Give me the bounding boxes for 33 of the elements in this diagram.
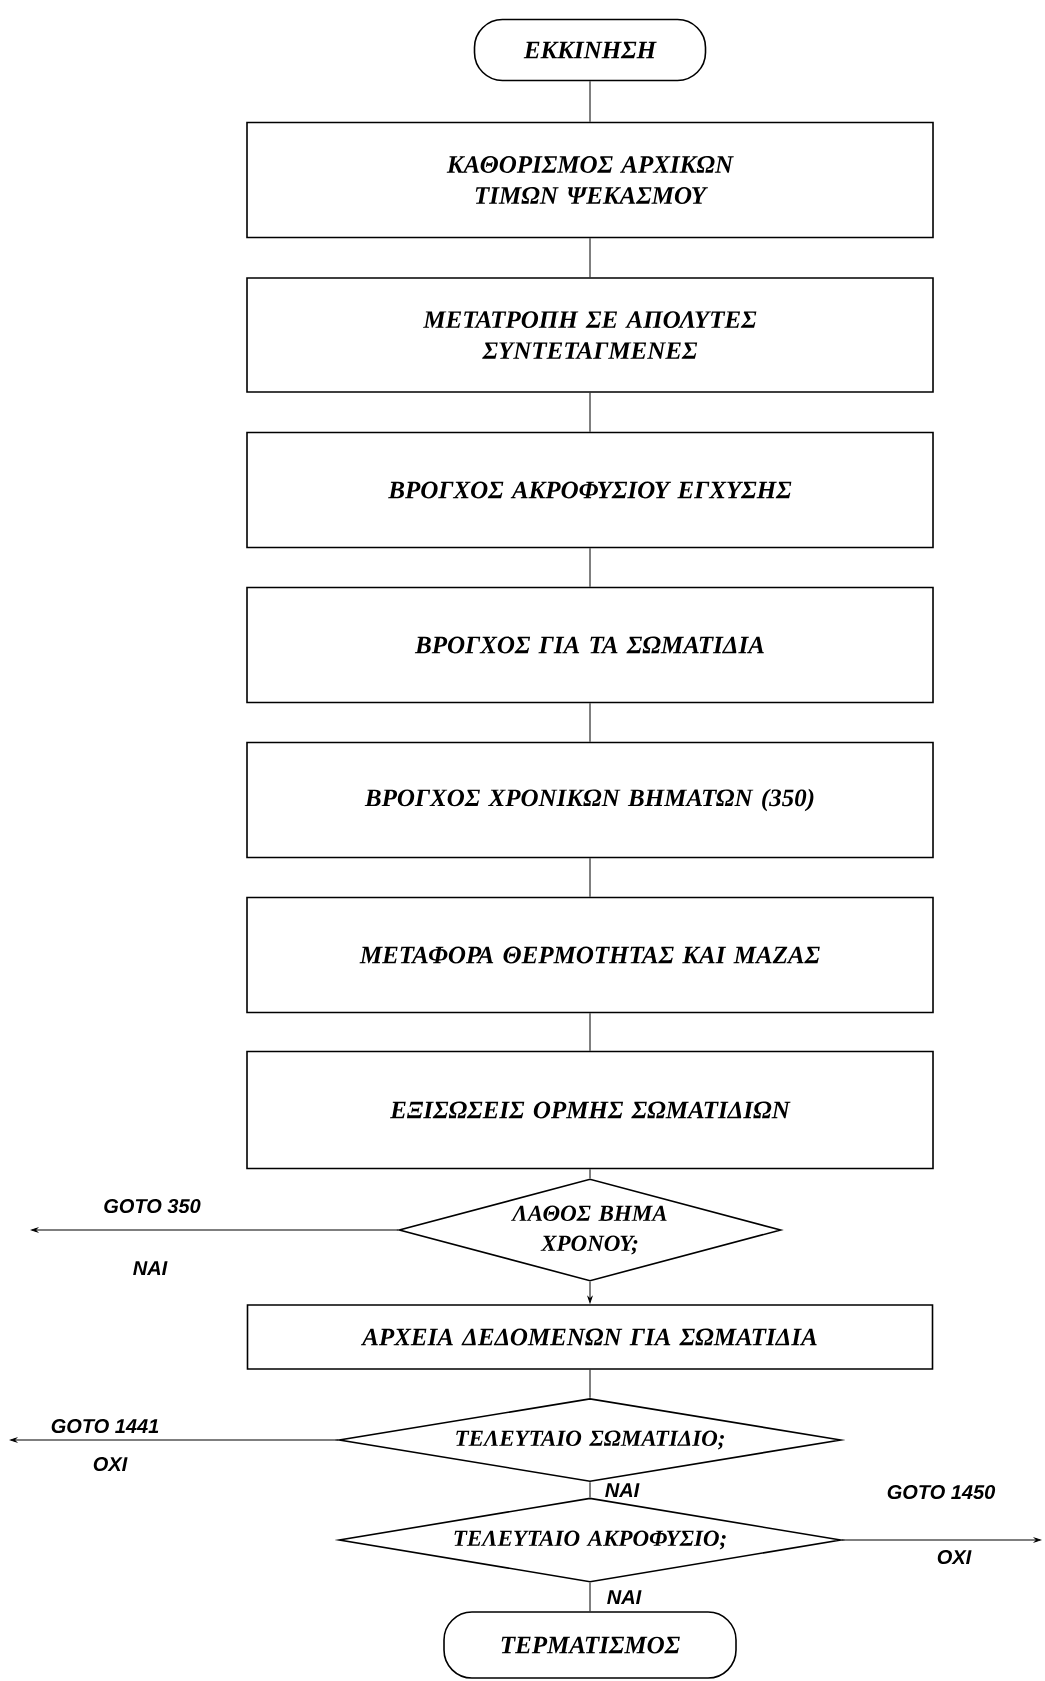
process-box: ΒΡΟΓΧΟΣ ΓΙΑ ΤΑ ΣΩΜΑΤΙΔΙΑ [246,586,934,704]
connector [589,1481,591,1498]
connector [589,702,591,743]
terminal-box: ΕΚΚΙΝΗΣΗ [473,18,707,82]
connector [589,1168,591,1179]
goto-label: GOTO 1441 [51,1418,159,1434]
connector [589,1582,591,1612]
connector [587,1281,593,1304]
process-box: ΜΕΤΑΤΡΟΠΗ ΣΕ ΑΠΟΛΥΤΕΣ ΣΥΝΤΕΤΑΓΜΕΝΕΣ [246,277,934,393]
process-box: ΕΞΙΣΩΣΕΙΣ ΟΡΜΗΣ ΣΩΜΑΤΙΔΙΩΝ [246,1050,934,1170]
connector [589,237,591,278]
edge-label: NAI [133,1261,168,1275]
goto-label: GOTO 350 [104,1198,201,1214]
edge-label: NAI [605,1483,640,1497]
edge-label: NAI [607,1590,642,1604]
process-box: ΚΑΘΟΡΙΣΜΟΣ ΑΡΧΙΚΩΝ ΤΙΜΩΝ ΨΕΚΑΣΜΟΥ [246,121,934,239]
connector [589,1369,591,1399]
process-box: ΜΕΤΑΦΟΡΑ ΘΕΡΜΟΤΗΤΑΣ ΚΑΙ ΜΑΖΑΣ [246,896,934,1014]
connector [841,1537,1041,1543]
goto-label: GOTO 1450 [887,1484,996,1500]
process-box: ΒΡΟΓΧΟΣ ΑΚΡΟΦΥΣΙΟΥ ΕΓΧΥΣΗΣ [246,431,934,549]
connector [589,392,591,433]
connector [589,80,591,123]
edge-label: OXI [937,1549,972,1565]
connector [10,1437,339,1443]
connector [31,1227,399,1233]
connector [589,857,591,898]
process-box: ΒΡΟΓΧΟΣ ΧΡΟΝΙΚΩΝ ΒΗΜΑΤΩΝ (350) [246,741,934,859]
connector [589,1012,591,1052]
edge-label: OXI [93,1456,128,1472]
connector [589,547,591,588]
process-box: ΑΡΧΕΙΑ ΔΕΔΟΜΕΝΩΝ ΓΙΑ ΣΩΜΑΤΙΔΙΑ [246,1304,934,1370]
terminal-box: ΤΕΡΜΑΤΙΣΜΟΣ [443,1611,737,1679]
